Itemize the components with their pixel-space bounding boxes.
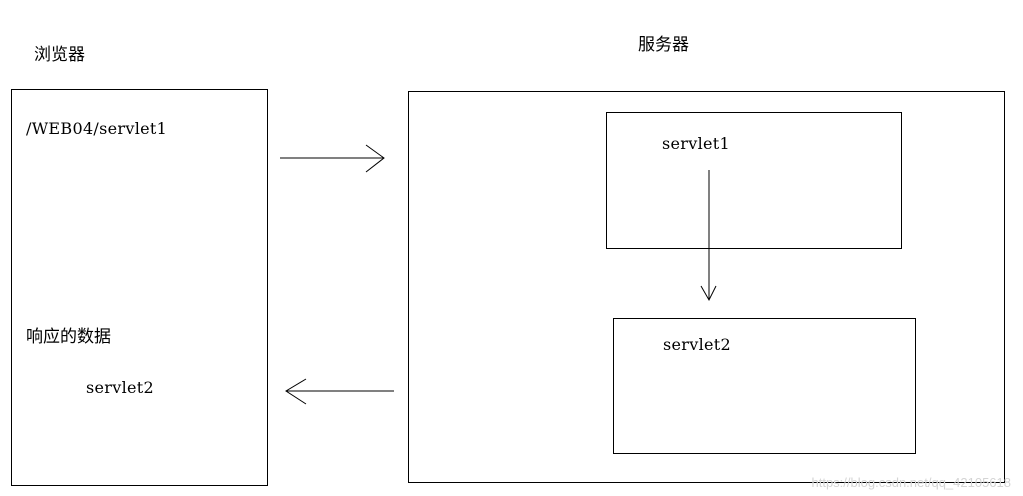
request-arrow bbox=[280, 144, 385, 173]
watermark-text: https://blog.csdn.net/qq_42105618 bbox=[811, 475, 1012, 490]
request-path: /WEB04/servlet1 bbox=[26, 119, 168, 138]
server-box bbox=[408, 91, 1005, 483]
servlet2-label: servlet2 bbox=[663, 335, 731, 354]
response-arrow bbox=[285, 378, 394, 405]
response-value: servlet2 bbox=[86, 378, 154, 397]
servlet1-box bbox=[606, 112, 902, 249]
server-title: 服务器 bbox=[638, 35, 689, 55]
response-label: 响应的数据 bbox=[26, 327, 111, 347]
servlet1-label: servlet1 bbox=[662, 134, 730, 153]
browser-title: 浏览器 bbox=[34, 45, 85, 65]
browser-box bbox=[11, 89, 268, 486]
servlet2-box bbox=[613, 318, 916, 454]
